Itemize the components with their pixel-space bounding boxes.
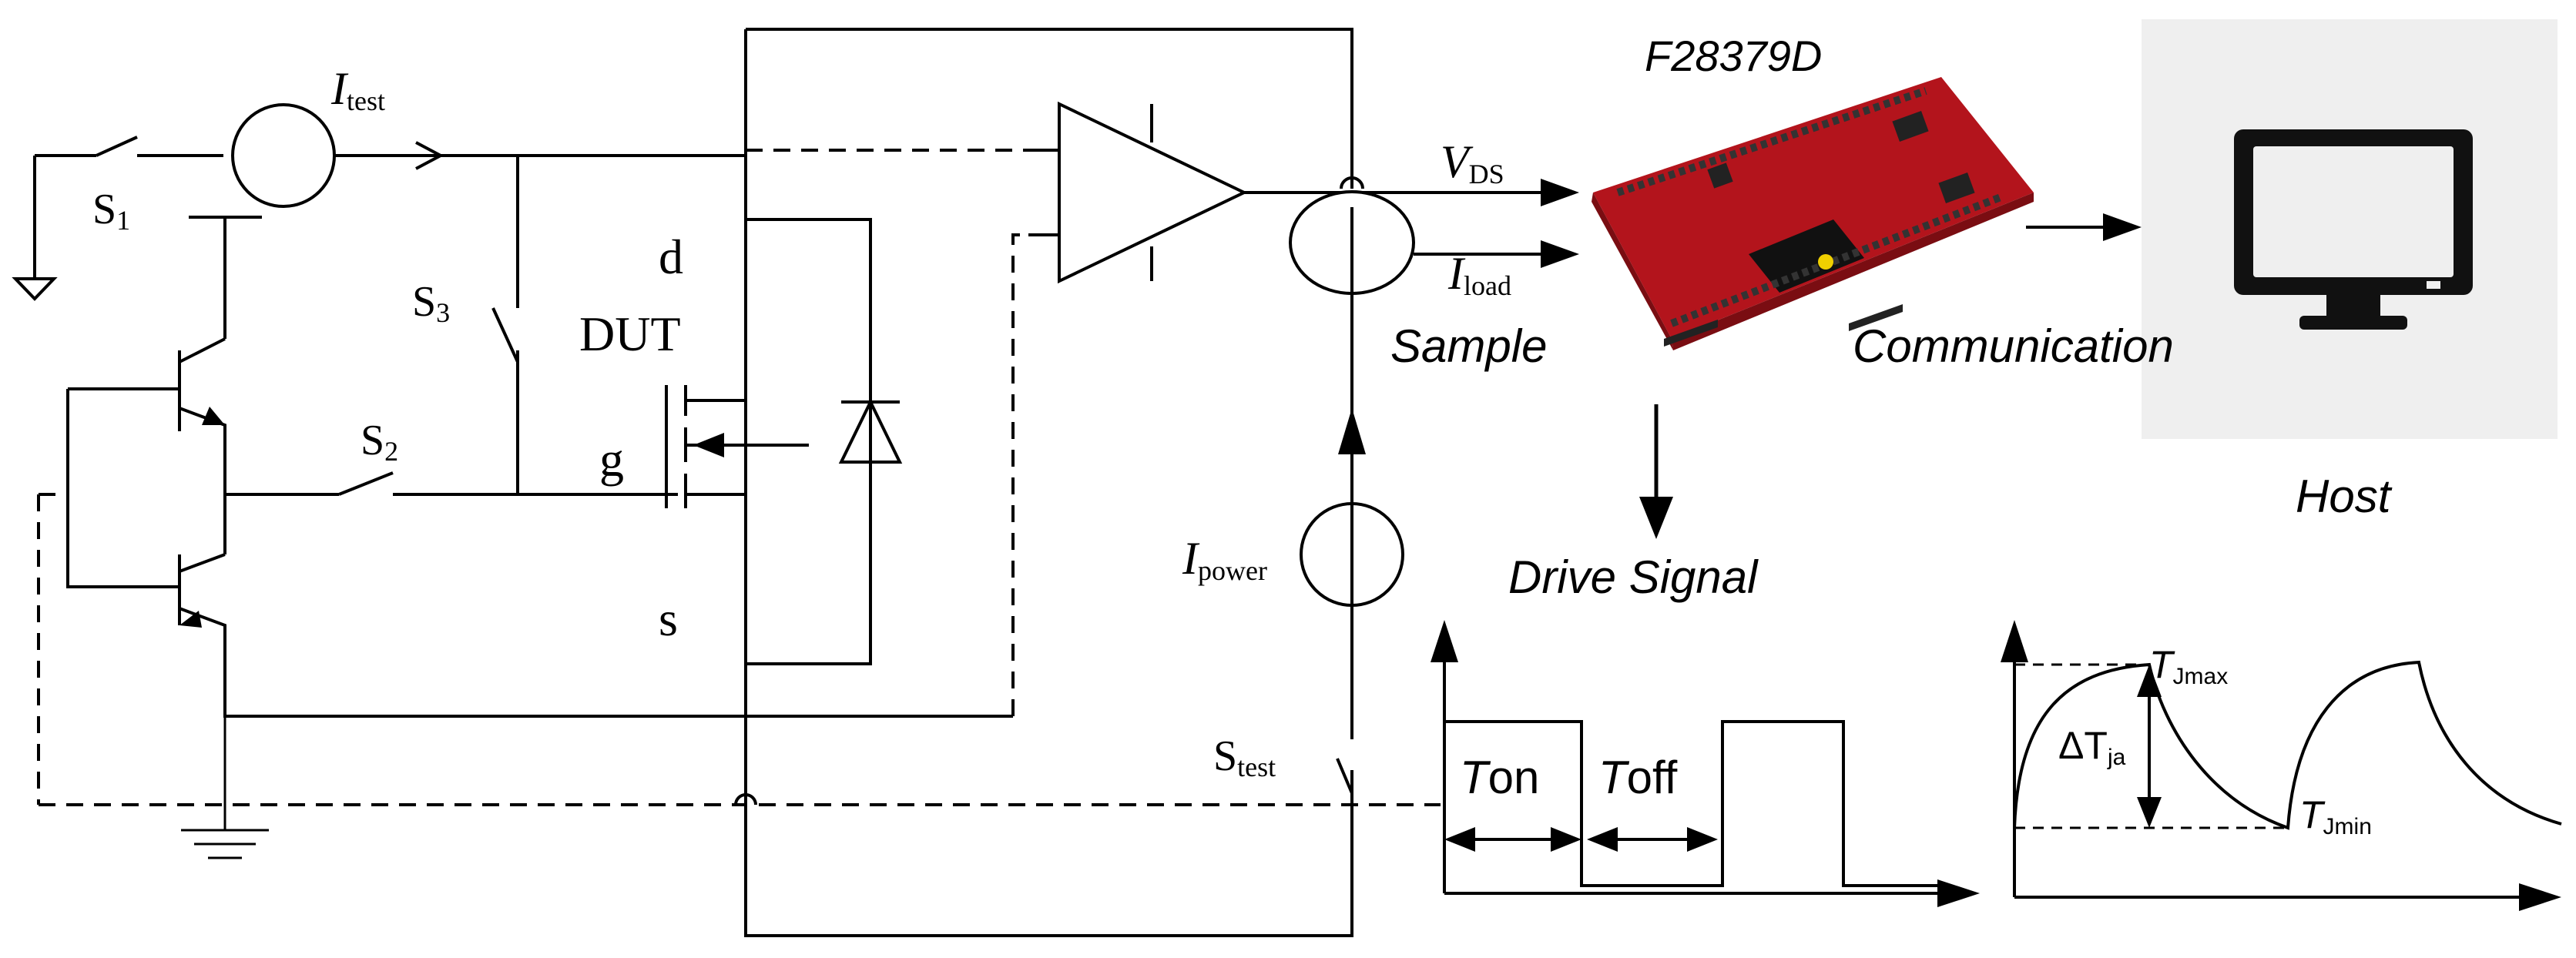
label-s1: S1 bbox=[92, 186, 130, 236]
drive-signal-arrowhead bbox=[1639, 497, 1673, 539]
npn-emitter-arrow bbox=[202, 407, 225, 425]
label-gate: g bbox=[599, 432, 624, 487]
toff-arrow-right bbox=[1687, 827, 1718, 852]
label-host: Host bbox=[2296, 471, 2393, 522]
label-s2: S2 bbox=[361, 417, 398, 467]
ground-symbol-bottom bbox=[181, 716, 269, 859]
microcontroller-board-icon bbox=[1592, 77, 2034, 350]
mosfet-body-arrow bbox=[693, 433, 724, 457]
temperature-axes bbox=[2013, 655, 2527, 899]
temperature-y-arrow bbox=[2001, 620, 2028, 662]
current-sensor-ring bbox=[1289, 190, 1556, 295]
temperature-curve bbox=[2013, 660, 2562, 830]
label-ipower: Ipower bbox=[1182, 533, 1267, 586]
iload-arrow bbox=[1541, 240, 1579, 268]
label-tjmin: TJmin bbox=[2299, 793, 2372, 839]
switch-s2 bbox=[338, 471, 678, 496]
communication-arrowhead bbox=[2103, 213, 2142, 241]
amplifier-symbol bbox=[1028, 101, 1556, 284]
delta-arrow-down bbox=[2137, 797, 2162, 828]
current-source-ipower bbox=[1300, 502, 1404, 607]
dashed-sense-lines bbox=[37, 149, 1441, 806]
label-vds: VDS bbox=[1441, 136, 1504, 189]
label-toff: Toff bbox=[1598, 752, 1678, 803]
vds-arrow bbox=[1541, 179, 1579, 206]
current-source-itest bbox=[231, 103, 746, 208]
label-iload: Iload bbox=[1447, 248, 1511, 301]
mosfet-dut bbox=[665, 218, 872, 665]
wire-s3 bbox=[491, 156, 519, 494]
switch-stest bbox=[1336, 724, 1353, 794]
ton-arrow-right bbox=[1551, 827, 1581, 852]
delta-arrow-up bbox=[2137, 665, 2162, 697]
desktop-monitor-icon bbox=[2234, 129, 2473, 330]
pulse-waveform-axes bbox=[1443, 655, 1945, 895]
temperature-x-arrow bbox=[2519, 883, 2561, 911]
main-loop-frame bbox=[744, 28, 1364, 937]
label-s3: S3 bbox=[412, 278, 450, 328]
label-drain: d bbox=[659, 229, 683, 284]
label-tjmax: TJmax bbox=[2149, 643, 2228, 689]
label-stest: Stest bbox=[1213, 732, 1276, 782]
label-dut: DUT bbox=[579, 306, 681, 361]
label-board: F28379D bbox=[1645, 32, 1822, 80]
wire-hop bbox=[734, 793, 757, 806]
pulse-y-arrow bbox=[1431, 620, 1458, 662]
ground-symbol-left bbox=[12, 156, 58, 301]
switch-s1 bbox=[35, 136, 223, 157]
toff-arrow-left bbox=[1587, 827, 1618, 852]
ipower-arrow bbox=[1338, 408, 1366, 454]
temperature-guides bbox=[2014, 663, 2288, 829]
body-diode bbox=[838, 398, 903, 464]
pnp-emitter-arrow bbox=[179, 611, 202, 628]
label-sample: Sample bbox=[1390, 320, 1547, 372]
ton-arrow-left bbox=[1444, 827, 1475, 852]
label-communication: Communication bbox=[1853, 320, 2174, 372]
pulse-x-arrow bbox=[1937, 879, 1980, 907]
label-drive-signal: Drive Signal bbox=[1508, 551, 1759, 603]
label-source: s bbox=[659, 591, 678, 646]
label-delta-tja: ΔTja bbox=[2058, 724, 2126, 770]
label-ton: Ton bbox=[1460, 752, 1539, 803]
label-itest: Itest bbox=[330, 63, 385, 116]
pulse-waveform bbox=[1444, 720, 1945, 887]
